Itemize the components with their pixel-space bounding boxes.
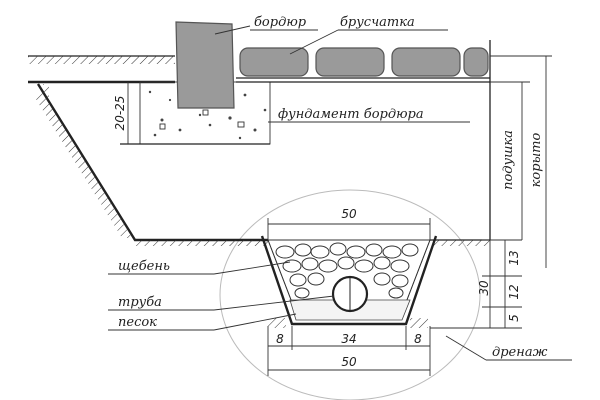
dim-trench-top: 50	[267, 207, 431, 240]
dim-trench-top-label: 50	[341, 207, 357, 221]
dim-foundation-depth: 20-25	[113, 82, 129, 144]
drainage-pipe	[331, 275, 369, 313]
leader-paving: брусчатка	[289, 15, 448, 55]
trough-outline	[34, 40, 491, 246]
dim-bottom-right-label: 8	[414, 332, 422, 346]
leader-foundation: фундамент бордюра	[268, 107, 470, 123]
pipe-label: труба	[118, 295, 162, 310]
dim-depth-upper-label: 13	[507, 250, 521, 265]
dim-trench-bottom: 8 34 8 50	[267, 326, 431, 376]
dim-bottom-total-label: 50	[341, 355, 357, 369]
trough-label: корыто	[529, 133, 544, 188]
curb-label: бордюр	[254, 15, 307, 30]
gravel-fill	[275, 242, 419, 299]
dim-depth-middle-label: 12	[507, 284, 521, 299]
foundation-depth-label: 20-25	[113, 96, 127, 131]
dim-bottom-left-label: 8	[276, 332, 284, 346]
drainage-zone-outline	[219, 189, 481, 400]
drainage-label: дренаж	[492, 345, 548, 360]
leader-pipe: труба	[108, 295, 335, 311]
curb-foundation-label: фундамент бордюра	[278, 107, 424, 122]
leader-curb: бордюр	[214, 15, 318, 35]
paving-stones	[236, 47, 490, 83]
dim-depth-total-label: 30	[477, 280, 491, 296]
cushion-label: подушка	[501, 130, 516, 190]
gravel-label: щебень	[118, 259, 170, 274]
dim-bottom-inner-label: 34	[341, 332, 356, 346]
dim-depth-lower-label: 5	[507, 314, 521, 322]
ground-left	[28, 55, 175, 84]
leader-drainage: дренаж	[445, 335, 572, 361]
curb-stone	[175, 21, 235, 109]
dim-trench-depth: 30 13 12 5	[430, 239, 522, 329]
drainage-trench	[260, 235, 438, 328]
leader-gravel: щебень	[108, 259, 291, 275]
sand-label: песок	[118, 315, 157, 330]
paving-label: брусчатка	[340, 15, 415, 30]
dim-cushion-trough: подушка корыто	[490, 55, 552, 268]
leader-sand: песок	[108, 313, 297, 331]
